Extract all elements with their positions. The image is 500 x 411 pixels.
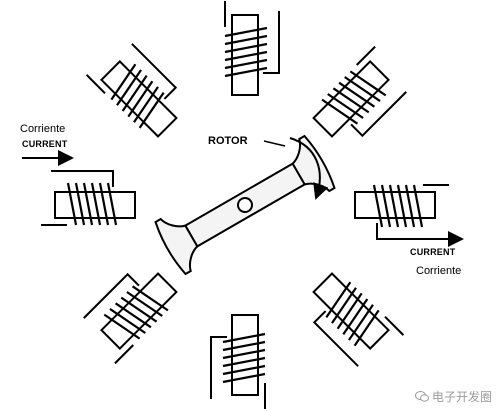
coil-winding — [224, 26, 268, 38]
coil-winding — [138, 91, 165, 129]
coil-winding — [224, 58, 268, 70]
coil-winding — [74, 182, 86, 226]
current-in-label-es: Corriente — [20, 123, 66, 135]
coil-winding — [224, 66, 268, 78]
coil-winding — [344, 76, 381, 102]
coil-lead — [51, 170, 114, 187]
coil-winding — [348, 304, 374, 341]
coil-winding — [222, 340, 266, 352]
coil-winding — [332, 87, 370, 114]
coil-left — [41, 170, 136, 226]
coil-winding — [224, 34, 268, 46]
coil-winding — [90, 182, 102, 226]
coil-core — [100, 272, 178, 350]
coil-lead — [85, 74, 106, 94]
coil-core — [54, 191, 136, 219]
coil-winding — [127, 80, 154, 118]
coil-winding — [327, 93, 364, 119]
coil-winding — [331, 287, 357, 324]
coil-lead — [210, 336, 227, 399]
coil-winding — [412, 184, 424, 228]
coil-winding — [126, 291, 163, 317]
coil-lead — [131, 43, 178, 100]
coil-winding — [342, 298, 369, 336]
rotor — [154, 134, 336, 276]
coil-core — [354, 191, 436, 219]
coil-top — [224, 1, 280, 96]
coil-winding — [66, 182, 78, 226]
coil-winding — [222, 332, 266, 344]
coil-winding — [114, 302, 152, 329]
coil-lead — [376, 223, 439, 240]
coil-winding — [103, 313, 141, 340]
coil-winding — [321, 98, 359, 125]
coil-winding — [325, 281, 352, 319]
coil-winding — [353, 309, 380, 347]
coil-lead — [263, 11, 280, 74]
coil-winding — [349, 70, 387, 97]
coil-winding — [388, 184, 400, 228]
coil-winding — [224, 42, 268, 54]
coil-winding — [380, 184, 392, 228]
current-out-label-en: CURRENT — [410, 247, 456, 257]
coil-winding — [82, 182, 94, 226]
coil-core — [312, 272, 390, 350]
coil-lead — [312, 310, 359, 367]
coil-winding — [404, 184, 416, 228]
coil-winding — [106, 182, 118, 226]
coil-winding — [224, 50, 268, 62]
coil-winding — [131, 285, 169, 312]
coil-winding — [109, 308, 146, 334]
coil-winding — [222, 372, 266, 384]
current-in-label-en: CURRENT — [22, 139, 68, 149]
watermark-text: 电子开发圈 — [431, 390, 492, 404]
coil-bottom — [210, 314, 266, 409]
coil-winding — [120, 296, 158, 323]
coil-winding — [121, 74, 148, 112]
rotor-label: ROTOR — [208, 135, 248, 147]
coil-lead — [83, 272, 140, 319]
coil-winding — [116, 69, 142, 106]
coil-winding — [396, 184, 408, 228]
rotor-end-left — [154, 217, 199, 276]
coil-core — [100, 60, 178, 138]
coil-winding — [133, 86, 159, 123]
coil-lead — [356, 45, 376, 66]
watermark: 电子开发圈 — [414, 388, 492, 405]
coil-core — [312, 60, 390, 138]
coil-winding — [98, 182, 110, 226]
coil-lead — [384, 316, 405, 336]
rotor-shaft-hole — [237, 197, 253, 213]
coil-bottom-right — [312, 272, 405, 367]
wechat-icon — [414, 391, 429, 402]
coil-bottom-left — [83, 272, 178, 365]
current-out-label-es: Corriente — [416, 265, 462, 277]
coil-winding — [336, 292, 363, 330]
coil-winding — [222, 364, 266, 376]
coil-winding — [372, 184, 384, 228]
coil-top-left — [85, 43, 178, 138]
stator-coils — [41, 1, 449, 409]
coil-winding — [110, 63, 137, 101]
coil-winding — [222, 348, 266, 360]
coil-lead — [350, 91, 407, 138]
coil-right — [354, 184, 449, 240]
coil-winding — [222, 356, 266, 368]
rotor-label-leader — [263, 140, 286, 147]
coil-winding — [338, 81, 376, 108]
coil-top-right — [312, 45, 407, 138]
coil-lead — [114, 344, 134, 365]
rotation-arrow — [289, 137, 329, 200]
